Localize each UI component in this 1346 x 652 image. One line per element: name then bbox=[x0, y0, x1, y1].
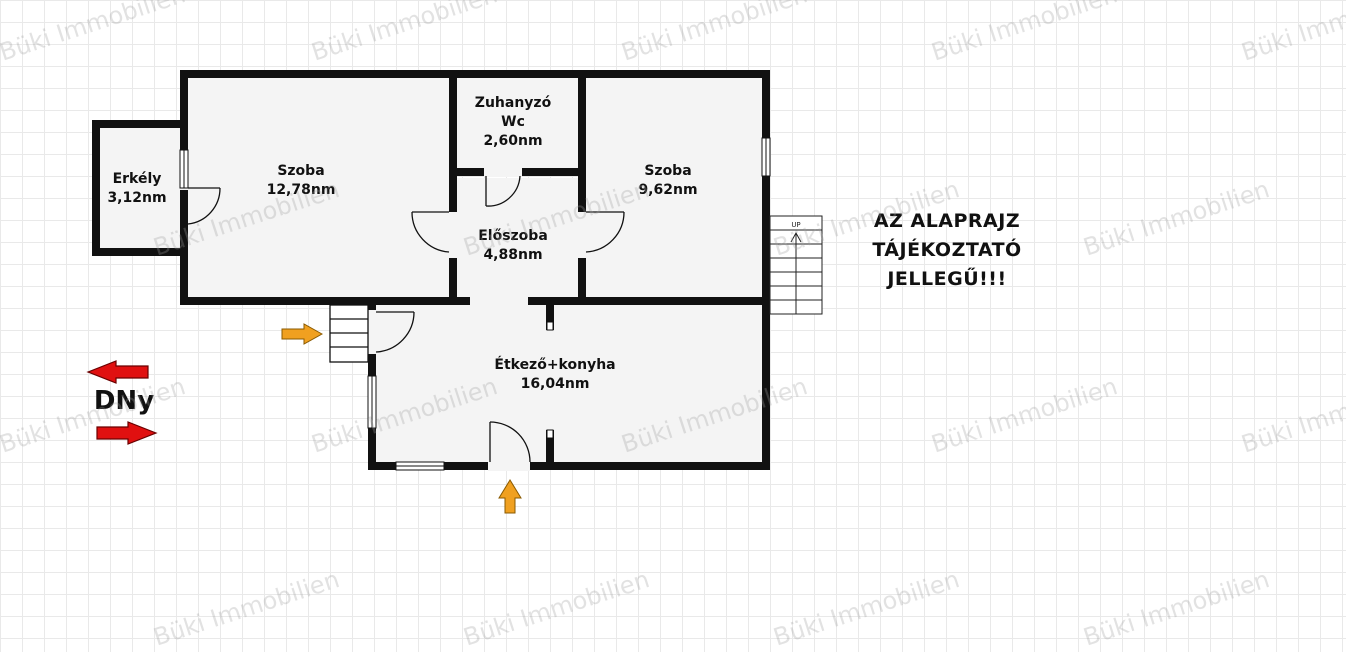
floor-fills bbox=[98, 76, 764, 465]
room-name-2: Wc bbox=[501, 114, 525, 130]
floor-plan: UP bbox=[86, 70, 823, 514]
arrow-right-icon bbox=[96, 421, 158, 445]
windows bbox=[179, 137, 771, 471]
room-area: 16,04nm bbox=[520, 376, 590, 392]
door-posts bbox=[546, 321, 554, 439]
room-name: Zuhanyzó bbox=[474, 95, 552, 111]
notice-line-1: AZ ALAPRAJZ bbox=[873, 210, 1021, 232]
arrow-up-entrance-icon bbox=[498, 479, 522, 514]
room-name: Szoba bbox=[644, 163, 692, 179]
exterior-stairs bbox=[769, 215, 823, 315]
room-label-etkezo-konyha: Étkező+konyha 16,04nm bbox=[494, 356, 615, 394]
room-name: Előszoba bbox=[478, 228, 548, 244]
room-name: Étkező+konyha bbox=[494, 357, 616, 373]
compass-label: DNy bbox=[93, 386, 155, 416]
room-label-eloszoba: Előszoba 4,88nm bbox=[478, 227, 548, 265]
notice-line-3: JELLEGŰ!!! bbox=[887, 268, 1007, 290]
notice-line-2: TÁJÉKOZTATÓ bbox=[872, 239, 1022, 261]
room-label-erkely: Erkély 3,12nm bbox=[107, 170, 166, 208]
entrance-steps bbox=[329, 304, 369, 363]
room-label-szoba-2: Szoba 9,62nm bbox=[638, 162, 697, 200]
room-area: 12,78nm bbox=[266, 182, 336, 198]
room-label-szoba-1: Szoba 12,78nm bbox=[267, 162, 336, 200]
arrow-left-icon bbox=[86, 360, 149, 384]
room-area: 3,12nm bbox=[107, 190, 167, 206]
arrow-right-entrance-icon bbox=[281, 323, 324, 345]
room-name: Erkély bbox=[112, 171, 162, 187]
doors bbox=[187, 175, 625, 463]
compass-arrows bbox=[86, 360, 158, 445]
room-area: 9,62nm bbox=[638, 182, 698, 198]
room-label-zuhanyzo: Zuhanyzó Wc 2,60nm bbox=[475, 94, 551, 151]
room-area: 2,60nm bbox=[483, 133, 543, 149]
entrance-arrows bbox=[281, 323, 522, 514]
disclaimer-notice: AZ ALAPRAJZ TÁJÉKOZTATÓ JELLEGŰ!!! bbox=[872, 207, 1021, 294]
stairs-up-label: UP bbox=[791, 221, 800, 229]
room-name: Szoba bbox=[277, 163, 325, 179]
room-area: 4,88nm bbox=[483, 247, 543, 263]
